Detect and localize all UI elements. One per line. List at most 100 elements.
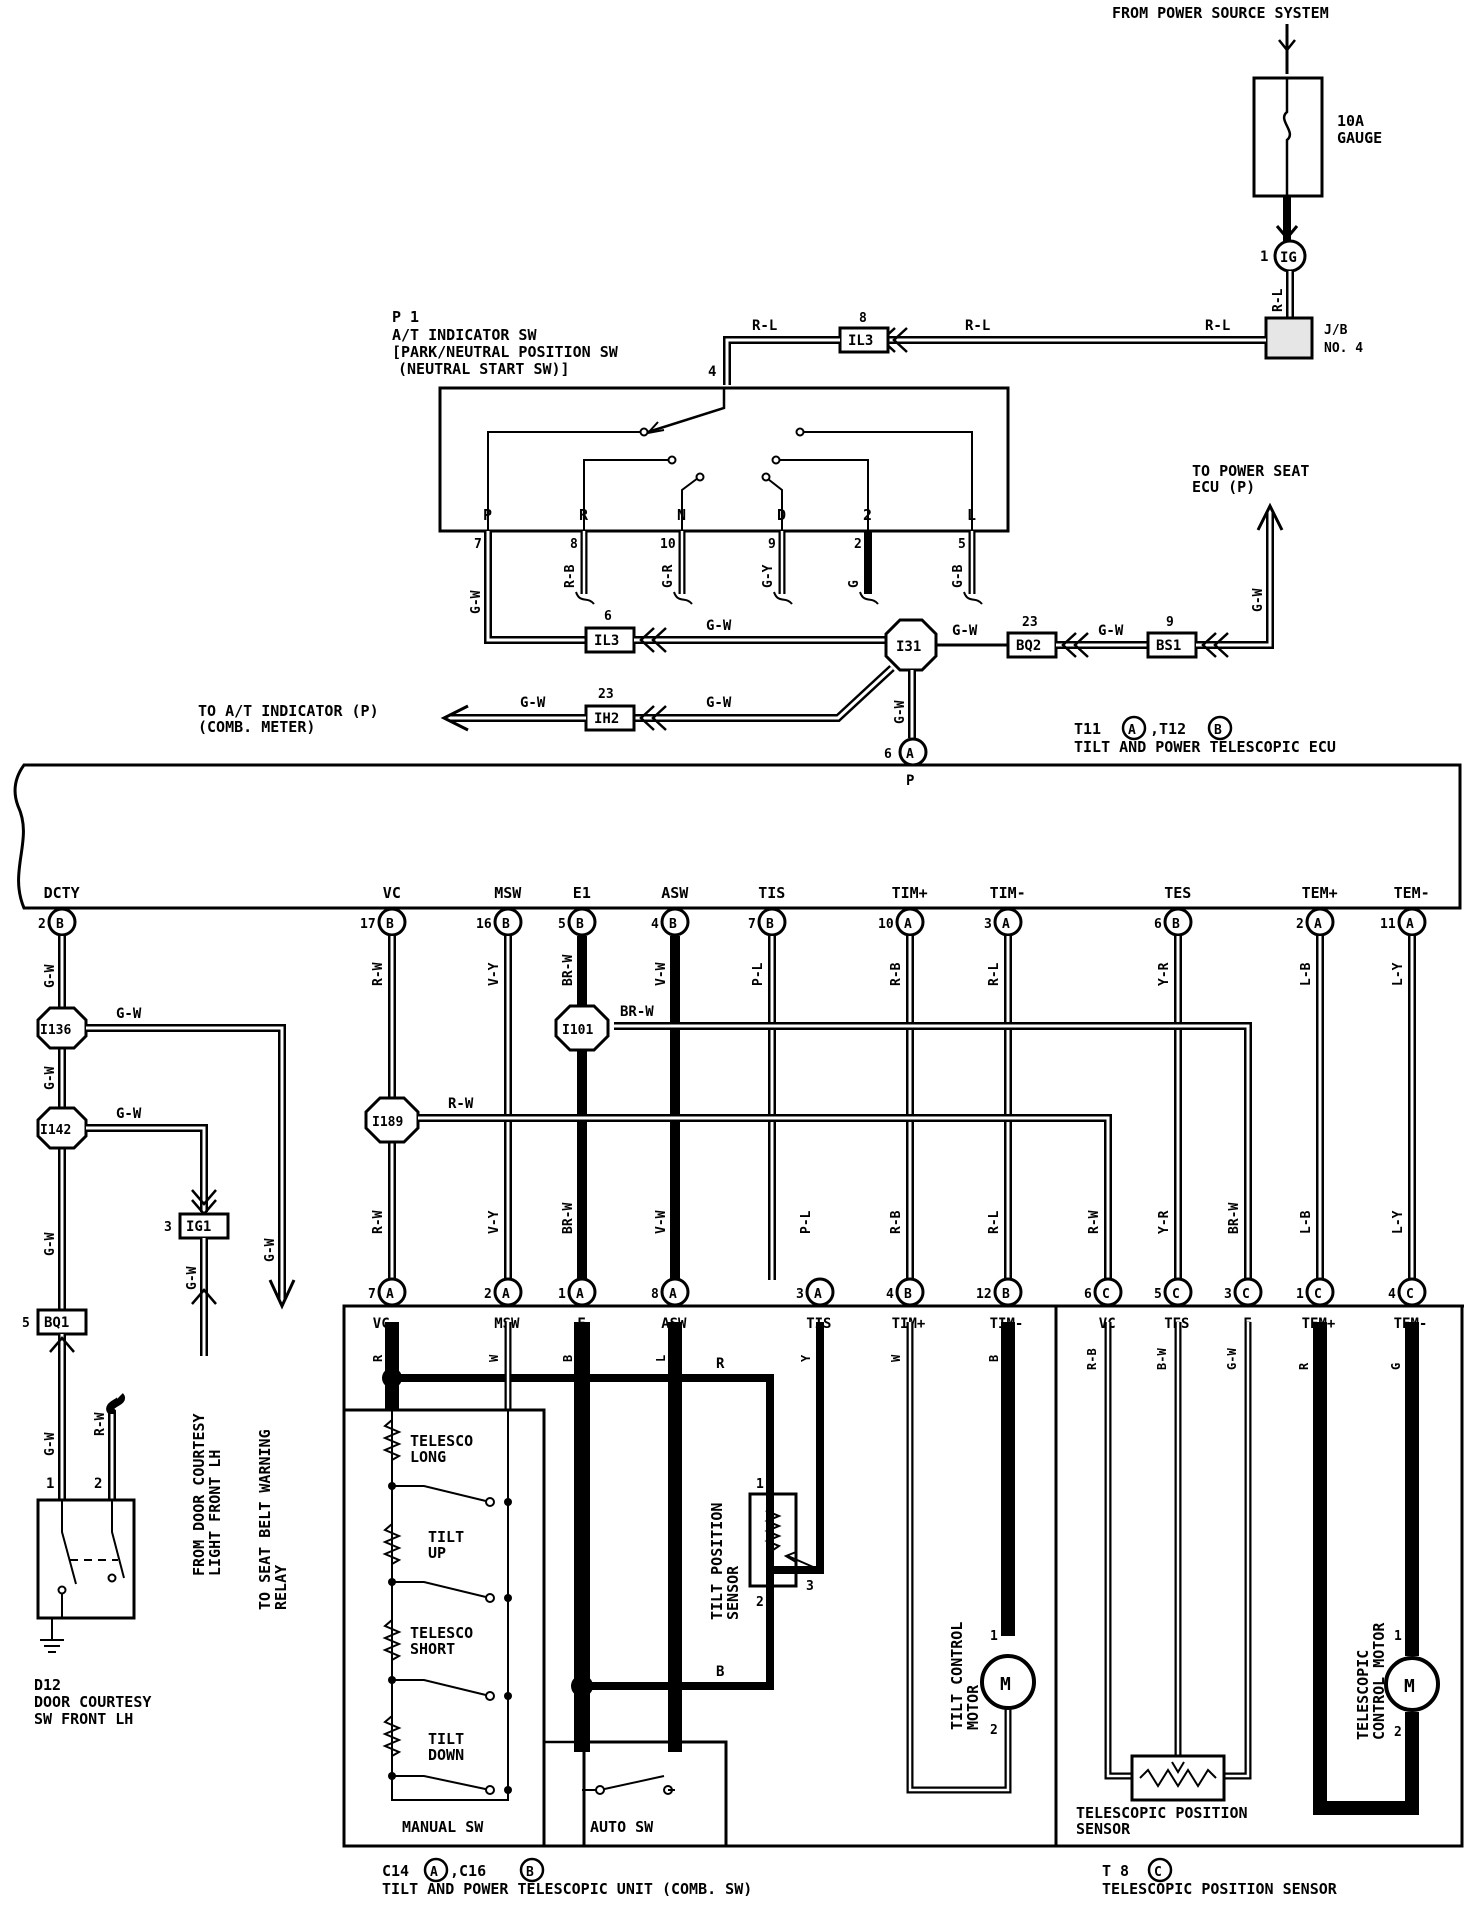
- gw-ig1-wire: G-W: [185, 1266, 200, 1290]
- door-pin-1: 1: [46, 1476, 54, 1492]
- tilt-motor-2: MOTOR: [964, 1684, 982, 1730]
- lower-connector-conn: A: [814, 1287, 822, 1302]
- door-name-1: DOOR COURTESY: [34, 1693, 151, 1711]
- at-ind-1: TO A/T INDICATOR (P): [198, 702, 379, 720]
- p1-position-pin: 7: [474, 537, 482, 552]
- power-seat-2: ECU (P): [1192, 478, 1255, 496]
- unit-terminal-color: Y: [799, 1354, 813, 1362]
- power-seat-1: TO POWER SEAT: [1192, 462, 1309, 480]
- ecu-p-label: P: [906, 773, 914, 789]
- i136-label: I136: [40, 1023, 71, 1038]
- ecu-terminal-pin: 11: [1380, 917, 1396, 932]
- bq1-pin: 5: [22, 1316, 30, 1331]
- lower-connector-pin: 7: [368, 1287, 376, 1302]
- p1-position-label: N: [677, 506, 686, 524]
- tele-unit-body: [1054, 1304, 1464, 1848]
- il3-top-pin: 8: [859, 311, 867, 326]
- gw-dcty-1: G-W: [43, 964, 58, 988]
- ecu-terminal-connector: [1305, 907, 1335, 937]
- ecu-terminal-connector: [660, 907, 690, 937]
- ecu-terminal-conn: B: [576, 917, 584, 932]
- tele-motor-m: M: [1404, 1676, 1415, 1697]
- ecu-conn-b: B: [1214, 723, 1222, 738]
- ecu-terminal-connector: [1397, 907, 1427, 937]
- ih2-label: IH2: [594, 711, 619, 727]
- upper-wire-color: P-L: [751, 962, 766, 986]
- bq1-connector: [36, 1308, 88, 1336]
- ecu-p-pin: 6: [884, 747, 892, 762]
- tele-sensor-1: TELESCOPIC POSITION: [1076, 1804, 1248, 1822]
- gw-ecu-wire: G-W: [893, 700, 908, 724]
- ecu: T11 A ,T12 B TILT AND POWER TELESCOPIC E…: [13, 715, 1462, 937]
- ecu-terminal-label: DCTY: [44, 884, 80, 902]
- lower-connector-pin: 1: [558, 1287, 566, 1302]
- ecu-terminal-connector: [377, 907, 407, 937]
- door-code: D12: [34, 1676, 61, 1694]
- upper-wire-color: R-W: [371, 962, 386, 986]
- lower-connector-pin: 12: [976, 1287, 992, 1302]
- gw-bus: G-W IL3 6 G-W I31 G-W BQ2 23 G-W BS1 9 G…: [198, 462, 1309, 789]
- p1-in-pin: 4: [708, 364, 716, 380]
- lower-connector-pin: 8: [651, 1287, 659, 1302]
- ecu-code-1: T11: [1074, 720, 1101, 738]
- gw-bs1-wire: G-W: [1098, 623, 1124, 639]
- ts-pin-3: 3: [806, 1579, 814, 1594]
- lower-connector-conn: A: [576, 1287, 584, 1302]
- unit-name: TILT AND POWER TELESCOPIC UNIT (COMB. SW…: [382, 1880, 752, 1898]
- unit-terminal-color: W: [487, 1354, 501, 1362]
- p1-name-3: (NEUTRAL START SW)]: [398, 360, 570, 378]
- p1-position-pin: 10: [660, 537, 676, 552]
- door-pin-2: 2: [94, 1476, 102, 1492]
- ecu-terminal-pin: 5: [558, 917, 566, 932]
- ecu-terminal-conn: A: [1314, 917, 1322, 932]
- power-source-label: FROM POWER SOURCE SYSTEM: [1112, 4, 1329, 22]
- upper-wire-color: Y-R: [1157, 962, 1172, 986]
- tele-conn: C: [1154, 1865, 1162, 1880]
- ig1-pin: 3: [164, 1220, 172, 1235]
- lower-wire-color: BR-W: [1227, 1203, 1242, 1234]
- ecu-terminal-pin: 2: [38, 917, 46, 932]
- tilt-sensor-1: TILT POSITION: [708, 1503, 726, 1620]
- lower-connector-conn: A: [669, 1287, 677, 1302]
- lower-wire-color: V-W: [654, 1210, 669, 1234]
- bs1-label: BS1: [1156, 638, 1181, 654]
- fuse-name: GAUGE: [1337, 129, 1382, 147]
- lower-connector-conn: C: [1314, 1287, 1322, 1302]
- courtesy-2: LIGHT FRONT LH: [206, 1450, 224, 1576]
- i101-label: I101: [562, 1023, 593, 1038]
- p1-wire-color: G: [847, 580, 862, 588]
- lower-connector-pin: 3: [1224, 1287, 1232, 1302]
- tele-name: TELESCOPIC POSITION SENSOR: [1102, 1880, 1338, 1898]
- jb-block: [1264, 316, 1314, 360]
- tilt-down-1: TILT: [428, 1730, 464, 1748]
- i189-splice: [364, 1096, 420, 1144]
- lower-wire-color: R-B: [889, 1210, 904, 1234]
- unit-code-1: C14: [382, 1862, 409, 1880]
- gw-ih2-wire: G-W: [706, 695, 732, 711]
- tele-pin-2: 2: [1394, 1725, 1402, 1740]
- i142-splice: [36, 1106, 88, 1150]
- ecu-terminal-conn: A: [1406, 917, 1414, 932]
- bs1-pin: 9: [1166, 615, 1174, 630]
- unit-terminal-color: B: [987, 1355, 1001, 1362]
- lower-wire-color: P-L: [799, 1210, 814, 1234]
- rw-cross-wire: R-W: [448, 1096, 474, 1112]
- ecu-terminal-conn: A: [904, 917, 912, 932]
- ecu-terminal-label: TIS: [758, 884, 785, 902]
- ecu-p-conn: A: [906, 747, 914, 762]
- ts-pin-2: 2: [756, 1595, 764, 1610]
- p1-wire-color: R-B: [563, 564, 578, 588]
- lower-wire-color: BR-W: [561, 1203, 576, 1234]
- ecu-terminal-label: TIM-: [990, 884, 1026, 902]
- lower-connector-conn: A: [502, 1287, 510, 1302]
- door-name-2: SW FRONT LH: [34, 1710, 133, 1728]
- unit-r-label: R: [716, 1356, 725, 1372]
- p1-position-label: P: [483, 506, 492, 524]
- telesco-short-2: SHORT: [410, 1640, 455, 1658]
- lower-connector-pin: 1: [1296, 1287, 1304, 1302]
- p1-code: P 1: [392, 308, 419, 326]
- seatbelt-2: RELAY: [272, 1565, 290, 1610]
- lower-connector-pin: 5: [1154, 1287, 1162, 1302]
- ecu-terminal-conn: A: [1002, 917, 1010, 932]
